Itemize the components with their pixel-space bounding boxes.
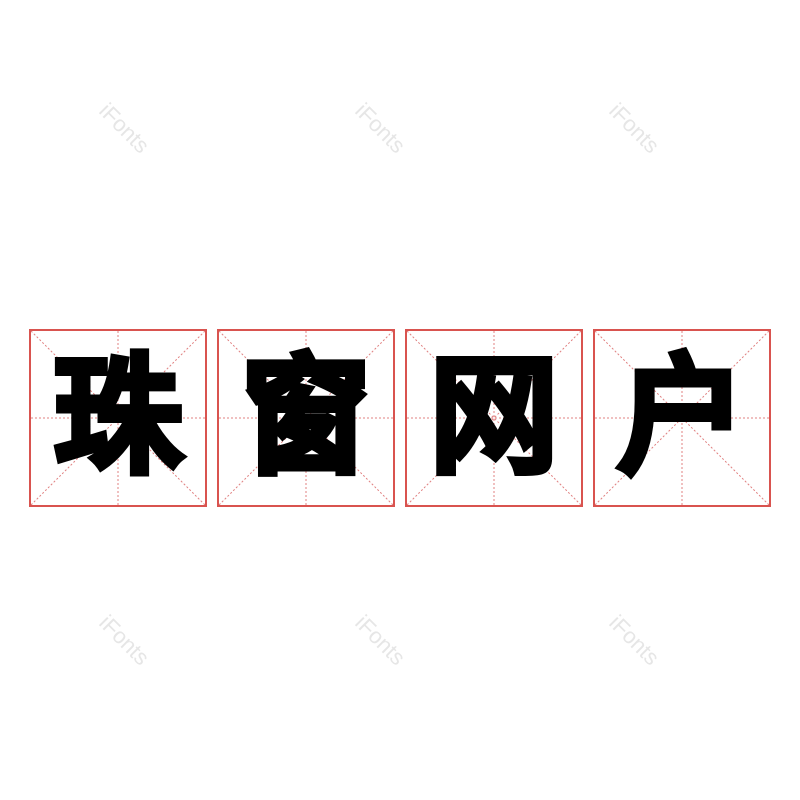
grid-lines-icon bbox=[219, 331, 393, 505]
watermark: iFonts bbox=[604, 98, 665, 159]
character-box-1: 珠 bbox=[29, 329, 207, 507]
grid-lines-icon bbox=[407, 331, 581, 505]
grid-lines-icon bbox=[595, 331, 769, 505]
watermark: iFonts bbox=[94, 610, 155, 671]
grid-lines-icon bbox=[31, 331, 205, 505]
watermark: iFonts bbox=[350, 610, 411, 671]
character-glyph: 珠 bbox=[51, 343, 185, 492]
character-box-2: 窗 bbox=[217, 329, 395, 507]
watermark: iFonts bbox=[350, 98, 411, 159]
watermark: iFonts bbox=[604, 610, 665, 671]
character-box-3: 网 bbox=[405, 329, 583, 507]
character-glyph: 窗 bbox=[239, 343, 373, 492]
character-box-4: 户 bbox=[593, 329, 771, 507]
character-glyph: 户 bbox=[615, 343, 749, 492]
character-glyph: 网 bbox=[427, 343, 561, 492]
watermark: iFonts bbox=[94, 98, 155, 159]
